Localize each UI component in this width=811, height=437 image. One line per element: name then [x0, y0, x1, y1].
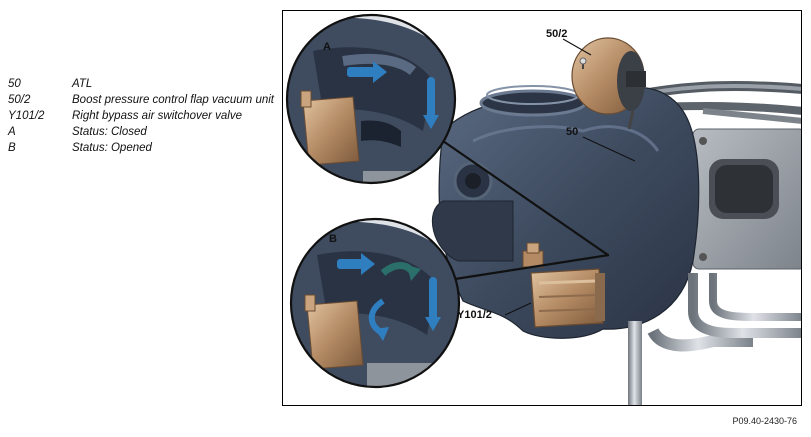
legend-row-50: 50 ATL: [8, 78, 278, 91]
detail-view-a: [285, 13, 457, 185]
callout-50: 50: [566, 126, 579, 138]
legend-row-a: A Status: Closed: [8, 126, 278, 139]
leader-lines: [442, 38, 636, 316]
callout-y101-2: Y101/2: [457, 309, 492, 321]
legend-desc: Status: Opened: [72, 142, 152, 154]
legend-desc: Boost pressure control flap vacuum unit: [72, 94, 274, 106]
legend-key: A: [8, 126, 16, 138]
figure-id: P09.40-2430-76: [732, 416, 797, 426]
legend: 50 ATL 50/2 Boost pressure control flap …: [8, 78, 278, 158]
turbocharger-illustration: 50/2 50 Y101/2 A B: [282, 10, 802, 406]
coolant-pipes: [628, 273, 801, 405]
legend-desc: ATL: [72, 78, 93, 90]
callout-b: B: [329, 233, 337, 245]
detail-view-b: [289, 217, 461, 389]
turbocharger-housing: [431, 85, 700, 339]
legend-key: 50: [8, 78, 21, 90]
legend-row-b: B Status: Opened: [8, 142, 278, 155]
legend-desc: Right bypass air switchover valve: [72, 110, 243, 122]
legend-key: Y101/2: [8, 110, 45, 122]
turbocharger-drawing: [285, 13, 801, 405]
bypass-valve-y101-2: [522, 242, 605, 328]
legend-row-y101-2: Y101/2 Right bypass air switchover valve: [8, 110, 278, 123]
legend-row-50-2: 50/2 Boost pressure control flap vacuum …: [8, 94, 278, 107]
legend-key: B: [8, 142, 16, 154]
exhaust-flange: [692, 128, 801, 270]
callout-a: A: [323, 41, 331, 53]
callout-50-2: 50/2: [546, 28, 568, 40]
vacuum-unit-50-2: [571, 37, 646, 130]
legend-desc: Status: Closed: [72, 126, 147, 138]
legend-key: 50/2: [8, 94, 31, 106]
